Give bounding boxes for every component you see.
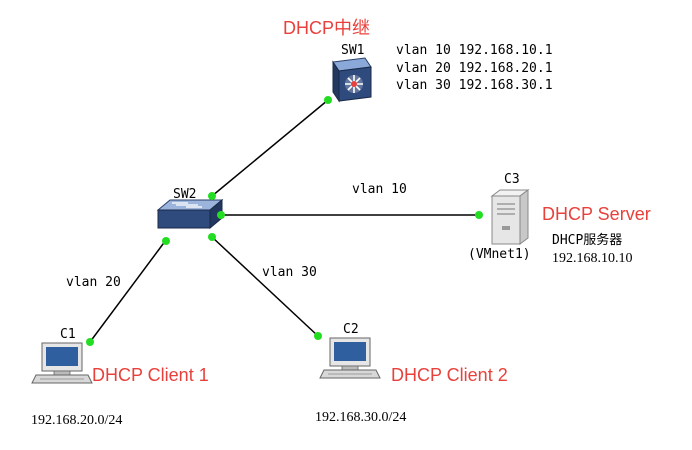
c3-label: C3 [504,172,520,187]
c3-adapter: (VMnet1) [468,247,531,262]
link-sw2-c1-vlan-label: vlan 20 [66,275,121,290]
pc-icon[interactable] [319,337,381,379]
port-indicator [162,237,170,245]
switch-icon[interactable] [156,198,224,230]
pc-icon[interactable] [31,342,93,384]
link-sw1-sw2 [211,99,329,197]
port-indicator [475,211,483,219]
c1-label: C1 [60,327,76,342]
c2-role: DHCP Client 2 [391,365,508,385]
layer3-switch-icon[interactable] [332,57,372,103]
c3-description: DHCP服务器 [552,232,622,248]
port-indicator [208,233,216,241]
link-sw2-c1 [89,239,167,343]
link-sw2-c2 [211,236,319,337]
diagram-title: DHCP中继 [283,18,370,38]
port-indicator [314,332,322,340]
port-indicator [217,211,225,219]
port-indicator [208,192,216,200]
c3-ip: 192.168.10.10 [552,251,633,266]
sw1-vlan-20-ip: vlan 20 192.168.20.1 [396,61,553,76]
sw1-vlan-10-ip: vlan 10 192.168.10.1 [396,43,553,58]
link-sw2-c3-vlan-label: vlan 10 [352,182,407,197]
link-sw2-c2-vlan-label: vlan 30 [262,265,317,280]
port-indicator [324,96,332,104]
sw1-vlan-30-ip: vlan 30 192.168.30.1 [396,78,553,93]
c1-role: DHCP Client 1 [92,365,209,385]
sw2-label: SW2 [173,187,196,202]
server-icon[interactable] [490,189,530,245]
c2-label: C2 [343,322,359,337]
c1-subnet: 192.168.20.0/24 [31,413,122,428]
c2-subnet: 192.168.30.0/24 [315,410,406,425]
c3-role: DHCP Server [542,204,651,224]
sw1-label: SW1 [341,43,364,58]
port-indicator [86,338,94,346]
